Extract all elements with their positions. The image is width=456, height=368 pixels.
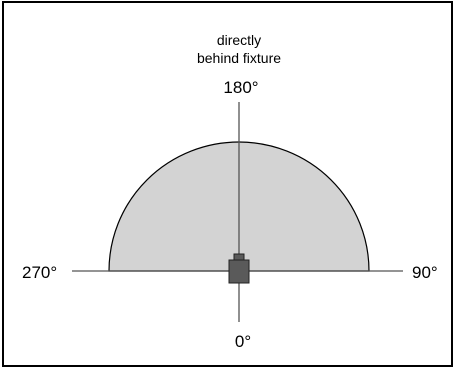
angle-label-0: 0°: [235, 332, 251, 351]
behind-fixture-label-line1: directly: [217, 32, 261, 48]
angle-label-270: 270°: [22, 263, 57, 282]
angle-label-180: 180°: [223, 78, 258, 97]
fixture-mount: [233, 253, 245, 261]
behind-fixture-label-line2: behind fixture: [197, 50, 281, 66]
fixture-body: [228, 259, 250, 284]
angle-label-90: 90°: [412, 263, 438, 282]
